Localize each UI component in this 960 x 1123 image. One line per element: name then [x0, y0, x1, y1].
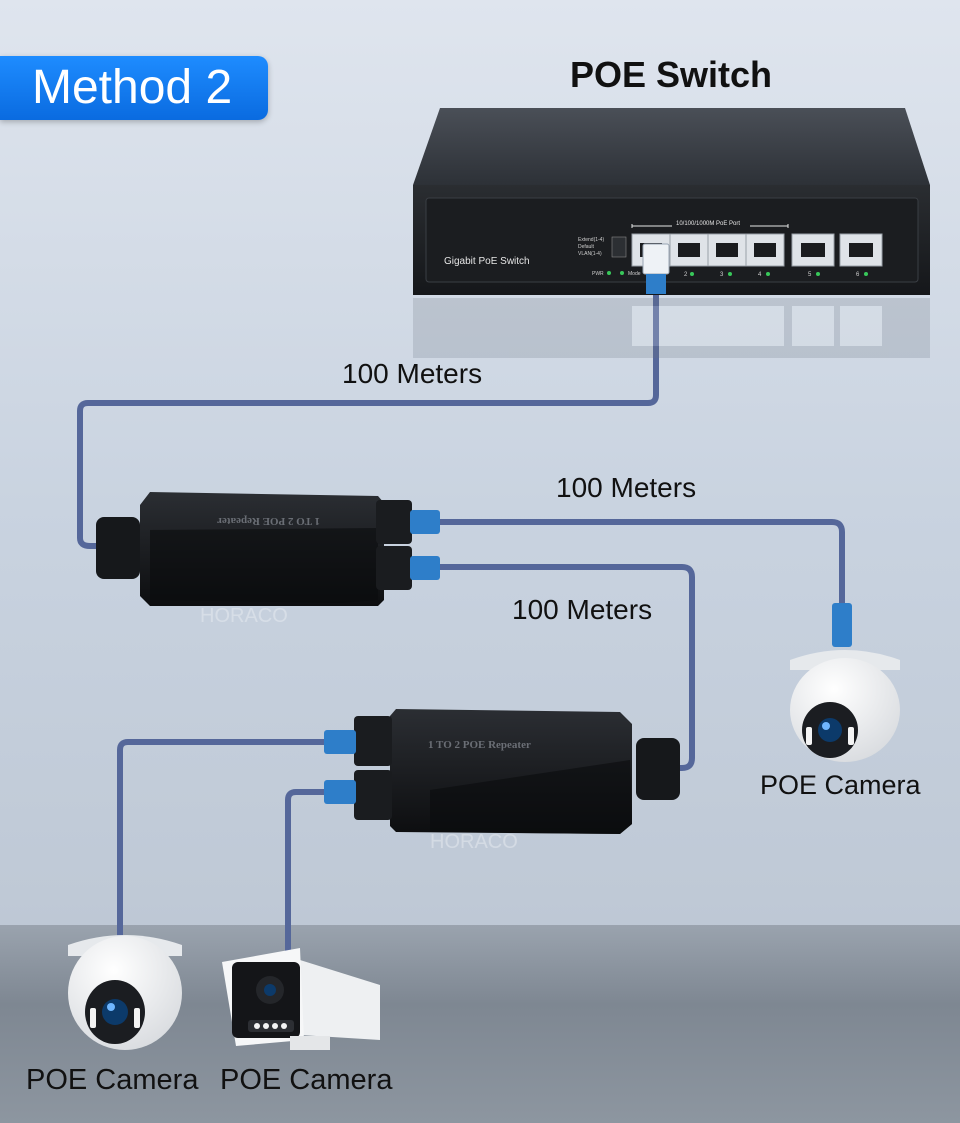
repeater-2-reflection: HORACO: [430, 831, 518, 853]
cable-length-switch-to-repeater: 100 Meters: [342, 358, 483, 389]
port-number-4: 4: [758, 272, 762, 278]
port-number-3: 3: [720, 272, 724, 278]
poe-repeater-2: 1 TO 2 POE Repeater: [324, 709, 680, 834]
cable-repeater-to-camera: [437, 519, 845, 608]
port-group-label: 10/100/1000M PoE Port: [676, 221, 740, 227]
bullet-camera: [222, 948, 380, 1050]
repeater-2-label: 1 TO 2 POE Repeater: [428, 739, 531, 751]
repeater-1-reflection: HORACO: [200, 605, 288, 627]
dome-camera-right: [790, 603, 900, 762]
dip-label-vlan: VLAN(1-4): [578, 251, 602, 257]
switch-title: POE Switch: [570, 54, 773, 95]
status-label-pwr: PWR: [592, 271, 604, 277]
port-number-6: 6: [856, 272, 860, 278]
dip-label-default: Default: [578, 244, 594, 250]
cables: [77, 289, 845, 953]
camera-label-bullet: POE Camera: [220, 1064, 393, 1096]
cable-repeater-to-repeater: [437, 564, 695, 771]
cable-repeater-to-bullet-camera: [285, 789, 331, 953]
switch-front-label: Gigabit PoE Switch: [444, 256, 530, 267]
switch-reflection: [413, 298, 930, 358]
camera-label-right: POE Camera: [760, 770, 921, 800]
port-number-5: 5: [808, 272, 812, 278]
cable-repeater-to-left-camera: [117, 739, 331, 938]
cable-length-repeater-to-camera: 100 Meters: [556, 472, 697, 503]
rj45-plug-switch: [642, 243, 670, 294]
camera-label-left: POE Camera: [26, 1064, 199, 1096]
dome-camera-left: [68, 935, 182, 1050]
poe-repeater-1: 1 TO 2 POE Repeater: [96, 492, 440, 606]
method-badge: Method 2: [0, 56, 268, 120]
method-badge-text: Method 2: [32, 61, 233, 114]
status-label-mode: Mode: [628, 271, 641, 277]
dip-label-extend: Extend(1-4): [578, 237, 604, 243]
cable-length-repeater-to-repeater: 100 Meters: [512, 594, 653, 625]
cable-switch-to-repeater: [77, 289, 659, 549]
poe-switch: Gigabit PoE Switch Extend(1-4) Default V…: [413, 108, 930, 295]
repeater-1-label: 1 TO 2 POE Repeater: [217, 515, 320, 527]
port-number-2: 2: [684, 272, 688, 278]
